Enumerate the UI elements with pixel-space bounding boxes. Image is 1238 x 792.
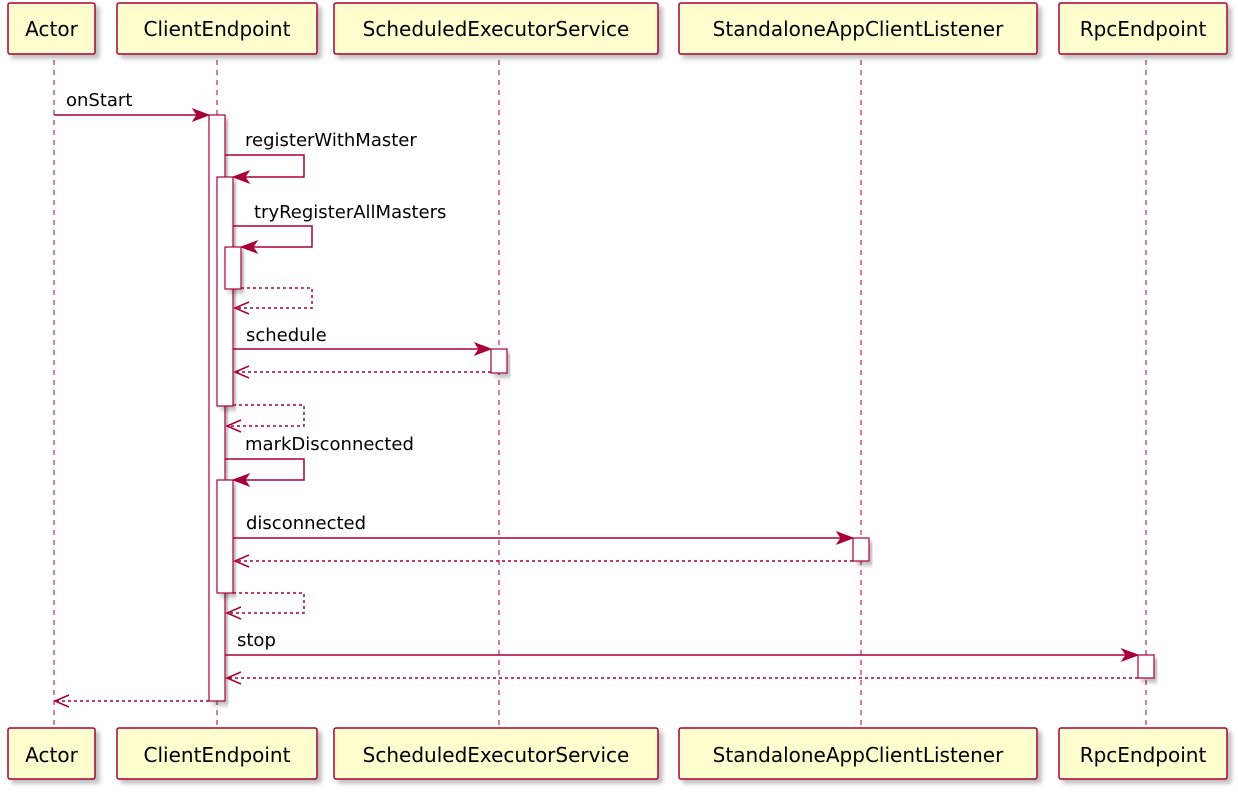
participant-listener: StandaloneAppClientListener [678,2,1038,55]
participant-client-bottom: ClientEndpoint [116,727,318,780]
message-label: tryRegisterAllMasters [254,202,446,223]
participant-rpc-bottom: RpcEndpoint [1058,727,1228,780]
participant-actor: Actor [7,2,96,55]
participants-bottom: Actor ClientEndpoint ScheduledExecutorSe… [7,727,1228,780]
participant-label: StandaloneAppClientListener [713,743,1004,767]
activations [208,114,1155,702]
message-return-onstart [53,694,209,708]
message-label: registerWithMaster [245,130,417,151]
participant-label: ClientEndpoint [144,743,291,767]
message-return-try [233,287,313,315]
message-return-disconnected [233,554,853,568]
message-label: disconnected [246,513,366,534]
activation-client-mark [216,479,234,594]
message-schedule: schedule [233,325,493,357]
participant-label: StandaloneAppClientListener [713,17,1004,41]
message-markdisconnected: markDisconnected [225,434,414,488]
message-tryregisterallmasters: tryRegisterAllMasters [233,202,446,255]
participant-label: Actor [25,17,78,41]
message-label: onStart [66,90,132,111]
participant-actor-bottom: Actor [7,727,96,780]
participant-label: ClientEndpoint [144,17,291,41]
activation-listener [852,537,870,562]
participant-label: ScheduledExecutorService [363,743,630,767]
participant-rpc: RpcEndpoint [1058,2,1228,55]
activation-client-try [224,246,242,290]
participant-sched: ScheduledExecutorService [333,2,659,55]
message-onstart: onStart [54,90,211,123]
message-return-stop [225,671,1138,685]
activation-client-register [216,176,234,407]
message-return-mark [225,592,305,620]
participant-label: ScheduledExecutorService [363,17,630,41]
messages: onStart registerWithMaster tryRegisterAl… [53,90,1140,708]
participant-label: RpcEndpoint [1080,17,1207,41]
message-return-schedule [233,365,491,379]
participant-label: Actor [25,743,78,767]
message-registerwithmaster: registerWithMaster [225,130,417,185]
message-stop: stop [225,630,1140,663]
message-label: schedule [246,325,327,346]
message-label: markDisconnected [245,434,414,455]
message-disconnected: disconnected [233,513,855,546]
participant-label: RpcEndpoint [1080,743,1207,767]
participant-listener-bottom: StandaloneAppClientListener [678,727,1038,780]
message-label: stop [237,630,276,651]
message-return-register [225,404,305,433]
participant-client: ClientEndpoint [116,2,318,55]
activation-rpc [1137,654,1155,679]
participants-top: Actor ClientEndpoint ScheduledExecutorSe… [7,2,1228,55]
participant-sched-bottom: ScheduledExecutorService [333,727,659,780]
activation-sched [490,348,508,374]
